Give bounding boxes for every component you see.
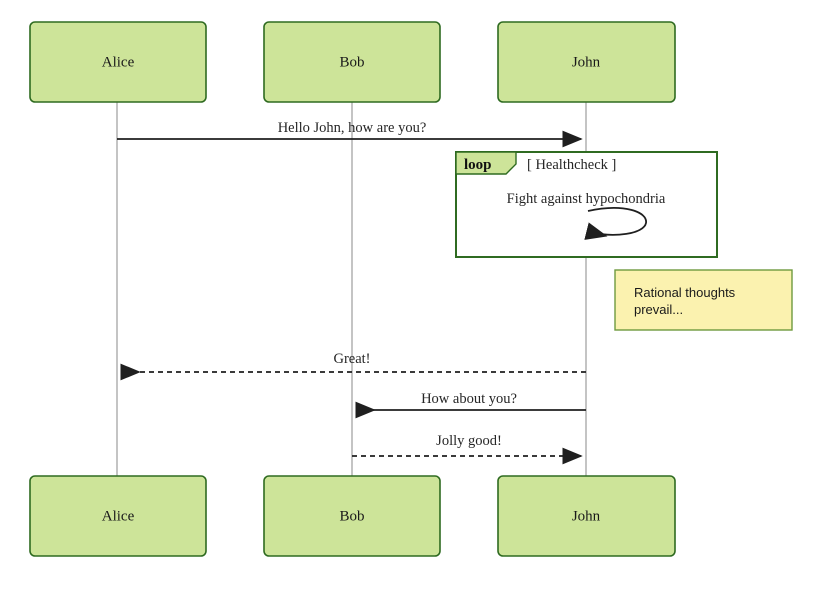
combined-fragment-loop-inner-label: Fight against hypochondria (507, 191, 666, 207)
participant-head-john-label: John (572, 54, 601, 70)
participant-head-john-box[interactable] (497, 21, 676, 103)
participant-foot-john[interactable]: John (497, 475, 676, 557)
note-rational-thoughts[interactable]: Rational thoughts prevail... (614, 269, 793, 331)
participant-feet-group: Alice Bob John (29, 475, 676, 557)
participant-head-bob-box[interactable] (263, 21, 441, 103)
participant-foot-bob-label: Bob (339, 508, 364, 524)
participant-head-alice[interactable]: Alice (29, 21, 207, 103)
message-jolly-good-label: Jolly good! (436, 433, 502, 449)
combined-fragment-loop-guard: [ Healthcheck ] (527, 157, 616, 173)
note-rational-thoughts-line-1: Rational thoughts (634, 285, 736, 300)
message-hello-john[interactable]: Hello John, how are you? (117, 120, 583, 148)
combined-fragment-loop-operator: loop (464, 157, 492, 173)
participant-head-bob[interactable]: Bob (263, 21, 441, 103)
participant-head-bob-label: Bob (339, 54, 364, 70)
message-great[interactable]: Great! (120, 351, 586, 381)
combined-fragment-loop-tab (455, 151, 517, 175)
note-rational-thoughts-line-2: prevail... (634, 302, 683, 317)
participant-head-john[interactable]: John (497, 21, 676, 103)
message-how-about-you-label: How about you? (421, 391, 517, 407)
combined-fragment-loop[interactable]: loop [ Healthcheck ] Fight against hypoc… (455, 151, 718, 258)
message-great-label: Great! (333, 351, 370, 367)
participant-foot-alice-box[interactable] (29, 475, 207, 557)
participant-foot-john-label: John (572, 508, 601, 524)
participant-heads-group: Alice Bob John (29, 21, 676, 103)
participant-head-alice-label: Alice (102, 54, 135, 70)
message-jolly-good[interactable]: Jolly good! (352, 433, 583, 465)
message-how-about-you[interactable]: How about you? (355, 391, 586, 419)
participant-foot-john-box[interactable] (497, 475, 676, 557)
participant-foot-bob-box[interactable] (263, 475, 441, 557)
note-rational-thoughts-box[interactable] (614, 269, 793, 331)
participant-foot-bob[interactable]: Bob (263, 475, 441, 557)
self-message-arrow[interactable] (584, 207, 647, 240)
participant-foot-alice[interactable]: Alice (29, 475, 207, 557)
participant-head-alice-box[interactable] (29, 21, 207, 103)
participant-foot-alice-label: Alice (102, 508, 135, 524)
message-hello-john-label: Hello John, how are you? (278, 120, 427, 136)
